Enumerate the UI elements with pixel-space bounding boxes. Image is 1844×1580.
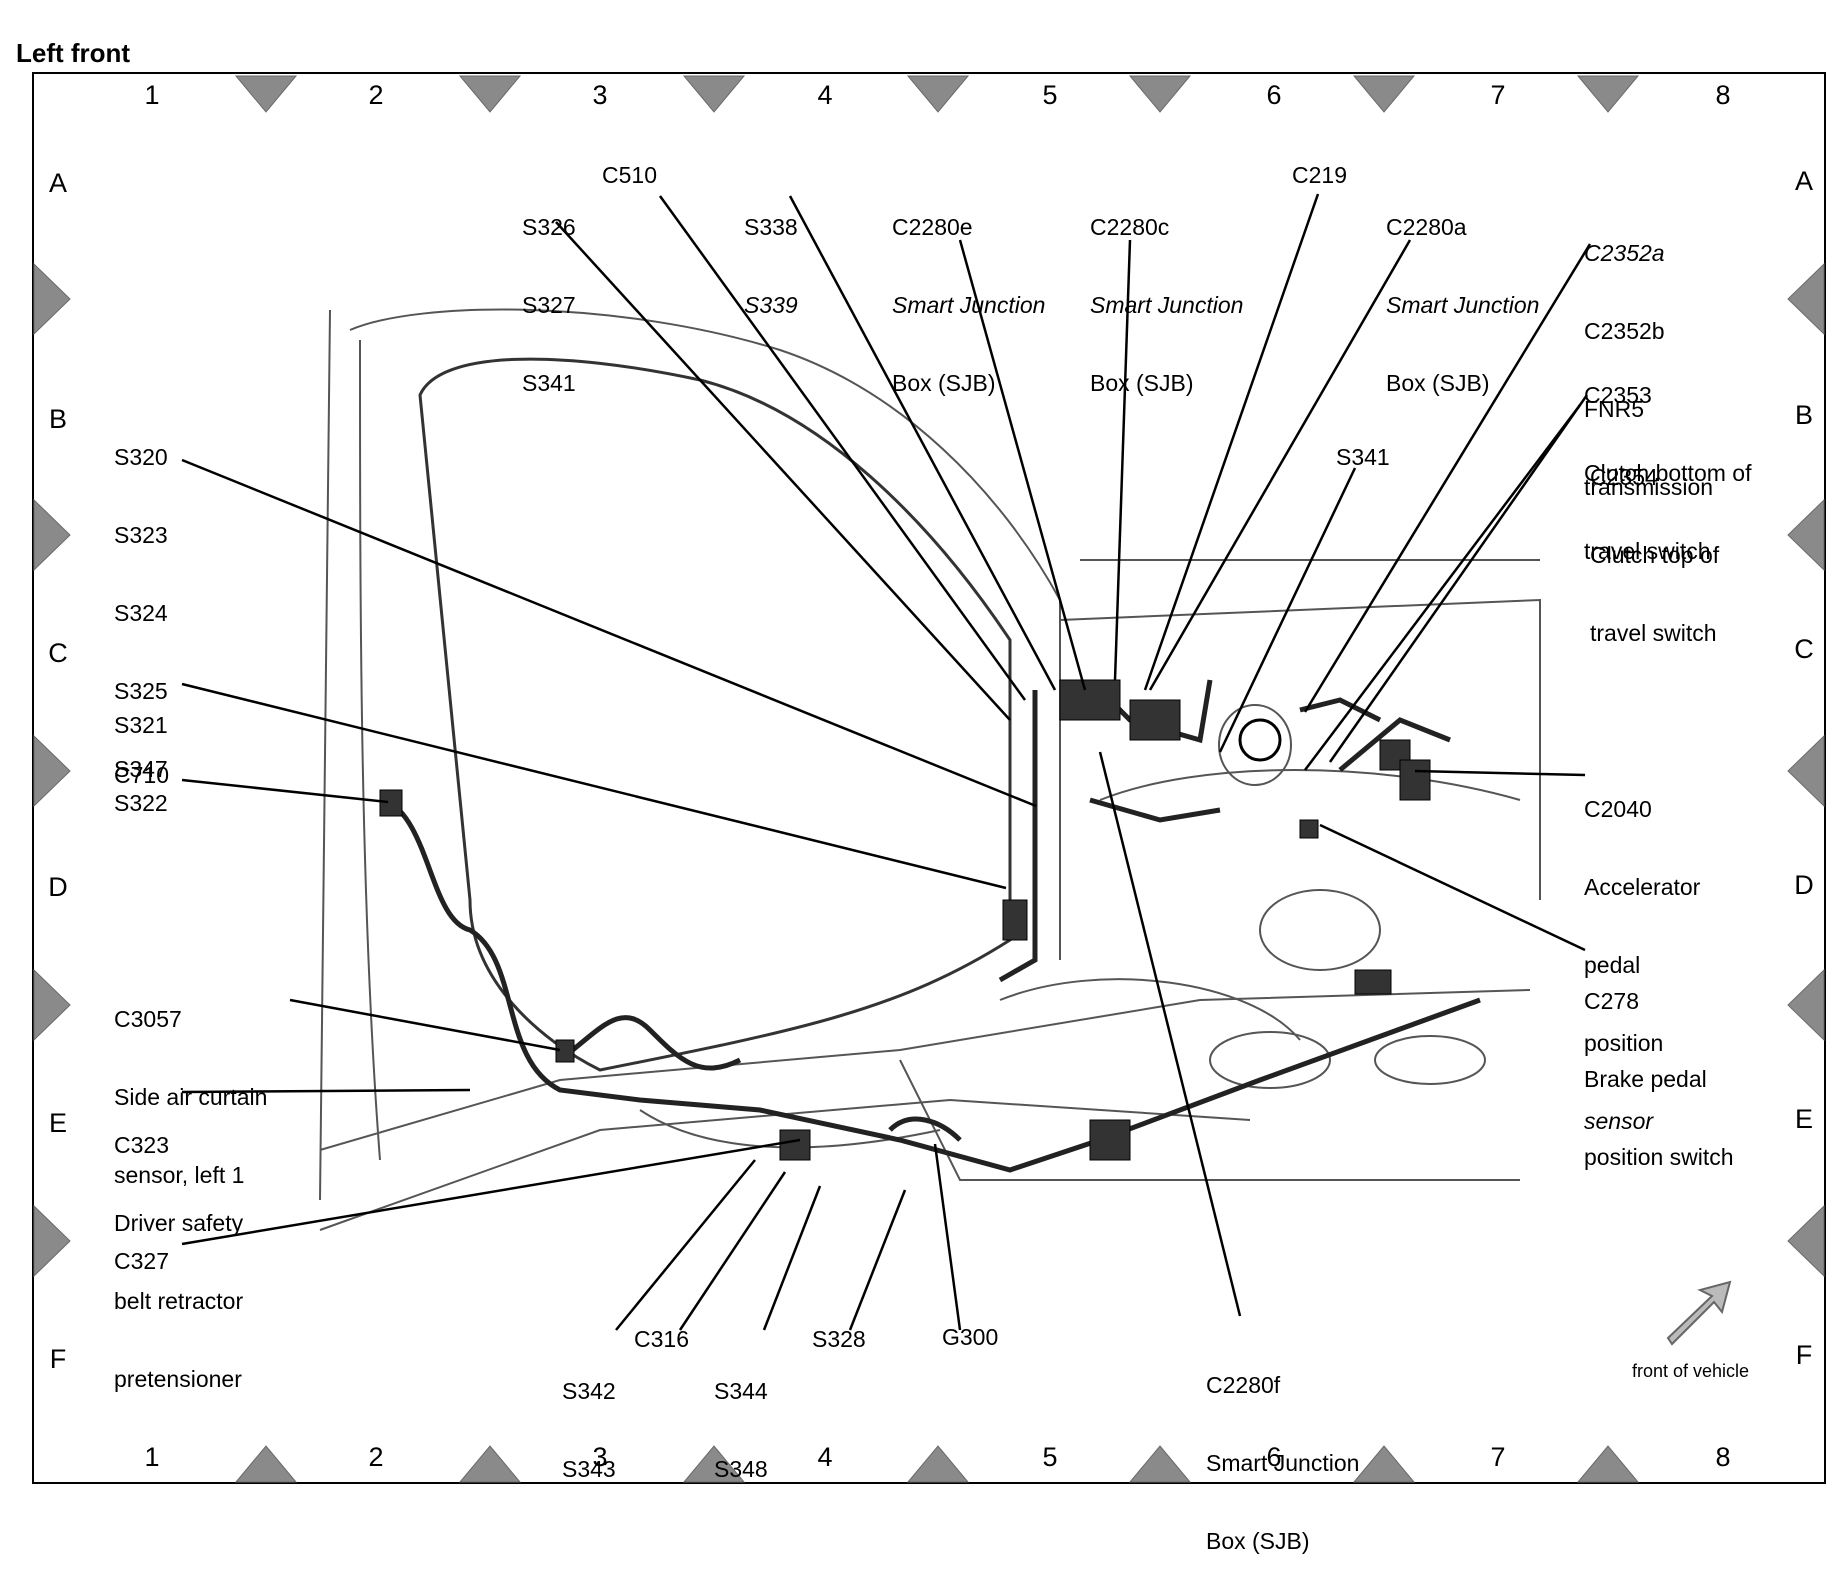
- grid-col-8-top: 8: [1715, 80, 1731, 110]
- label-c2280e: C2280e Smart Junction Box (SJB): [892, 214, 1046, 396]
- label-s320-group: S320 S323 S324 S325 S347: [114, 444, 168, 782]
- vehicle-drawing: [33, 75, 1825, 1483]
- label-c710: C710: [114, 762, 169, 788]
- label-c2352: C2352a C2352b FNR5 transmission: [1584, 240, 1714, 500]
- grid-col-6-bottom: 6: [1266, 1442, 1282, 1472]
- label-c316: C316: [634, 1326, 689, 1352]
- label-s344-group: S344 S348: [714, 1378, 768, 1482]
- grid-col-3-bottom: 3: [592, 1442, 608, 1472]
- grid-col-4-bottom: 4: [817, 1442, 833, 1472]
- grid-row-d-left: D: [48, 872, 68, 902]
- label-c2280c: C2280c Smart Junction Box (SJB): [1090, 214, 1244, 396]
- label-c323: C323 Driver safety belt retractor preten…: [114, 1132, 244, 1392]
- label-c219: C219: [1292, 162, 1347, 188]
- diagram-frame: [32, 72, 1826, 1484]
- label-s341: S341: [1336, 444, 1390, 470]
- connectors: [379, 679, 1431, 1161]
- grid-row-e-right: E: [1794, 1104, 1813, 1134]
- label-g300: G300: [942, 1324, 999, 1350]
- label-s342-group: S342 S343: [562, 1378, 616, 1482]
- label-s321-group: S321 S322: [114, 712, 168, 816]
- grid-col-5-top: 5: [1042, 80, 1058, 110]
- grid-row-f-left: F: [49, 1344, 67, 1374]
- label-s326-group: S326 S327 S341: [522, 214, 576, 396]
- grid-col-2-top: 2: [368, 80, 384, 110]
- label-c3057: C3057 Side air curtain sensor, left 1: [114, 1006, 268, 1188]
- grid-col-4-top: 4: [817, 80, 833, 110]
- label-s328: S328: [812, 1326, 866, 1352]
- label-c510: C510: [602, 162, 657, 188]
- label-c2353: C2353 Clutch bottom of travel switch: [1584, 382, 1752, 564]
- grid-row-c-right: C: [1794, 634, 1814, 664]
- grid-row-a-left: A: [48, 168, 67, 198]
- grid-row-c-left: C: [48, 638, 68, 668]
- leader-lines: [181, 193, 1592, 1331]
- grid-row-e-left: E: [48, 1108, 67, 1138]
- label-c278: C278 Brake pedal position switch: [1584, 988, 1734, 1170]
- label-s338-group: S338 S339: [744, 214, 798, 318]
- grid-col-5-bottom: 5: [1042, 1442, 1058, 1472]
- page-title: Left front: [16, 38, 131, 68]
- grid-col-7-top: 7: [1490, 80, 1506, 110]
- grid-row-a-right: A: [1794, 166, 1813, 196]
- grid-col-3-top: 3: [592, 80, 608, 110]
- grid-markers: [33, 75, 1825, 1483]
- grid-col-8-bottom: 8: [1715, 1442, 1731, 1472]
- grid-row-b-left: B: [48, 404, 67, 434]
- grid-col-1-bottom: 1: [144, 1442, 160, 1472]
- grid-row-d-right: D: [1794, 870, 1814, 900]
- grid-col-2-bottom: 2: [368, 1442, 384, 1472]
- label-c2280f: C2280f Smart Junction Box (SJB): [1206, 1372, 1360, 1554]
- label-c327: C327: [114, 1248, 169, 1274]
- front-of-vehicle-label: front of vehicle: [1632, 1361, 1750, 1381]
- grid-row-b-right: B: [1794, 400, 1813, 430]
- grid-col-6-top: 6: [1266, 80, 1282, 110]
- front-arrow-icon: [1666, 1280, 1732, 1346]
- label-c2280a: C2280a Smart Junction Box (SJB): [1386, 214, 1540, 396]
- grid-col-1-top: 1: [144, 80, 160, 110]
- grid-col-7-bottom: 7: [1490, 1442, 1506, 1472]
- wiring-harness: [383, 679, 1481, 1173]
- label-c2040: C2040 Accelerator pedal position sensor: [1584, 796, 1701, 1134]
- grid-row-f-right: F: [1795, 1340, 1813, 1370]
- label-c2354: C2354 Clutch top of travel switch: [1590, 464, 1720, 646]
